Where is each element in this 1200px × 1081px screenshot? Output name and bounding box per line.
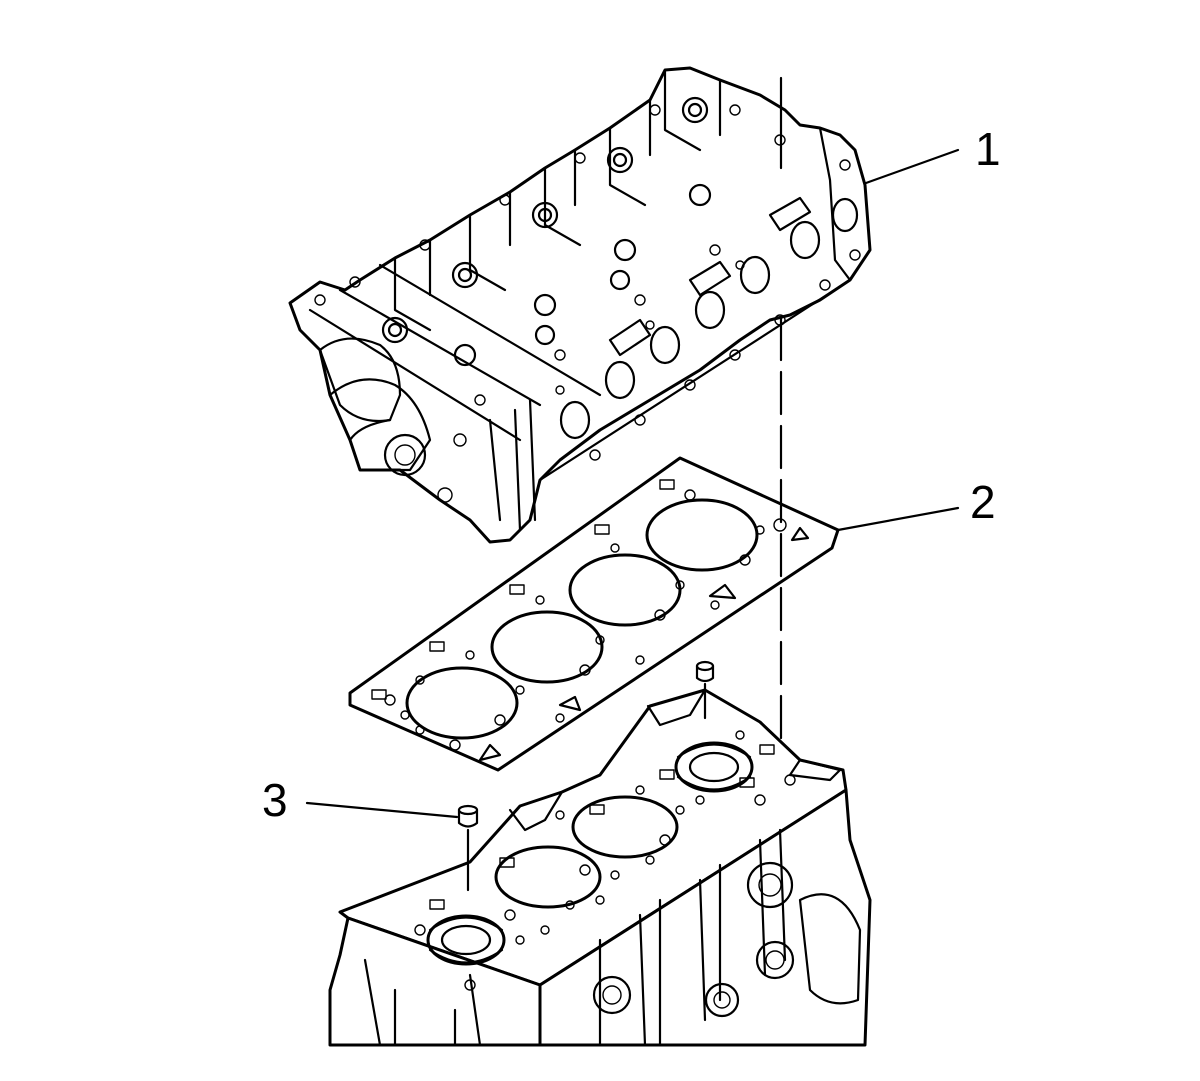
head-gasket xyxy=(348,456,840,772)
alignment-lines xyxy=(466,76,783,892)
callout-leader-2 xyxy=(836,506,960,532)
callout-label-1: 1 xyxy=(975,123,1001,175)
dowel-pin-left xyxy=(457,804,479,828)
callout-leader-1 xyxy=(864,148,960,185)
callout-label-2: 2 xyxy=(970,476,996,528)
engine-block xyxy=(328,688,872,1047)
cylinder-head xyxy=(288,66,872,544)
callout-leader-3 xyxy=(305,801,459,819)
callout-label-3: 3 xyxy=(262,774,288,826)
dowel-pin-right xyxy=(695,660,715,683)
